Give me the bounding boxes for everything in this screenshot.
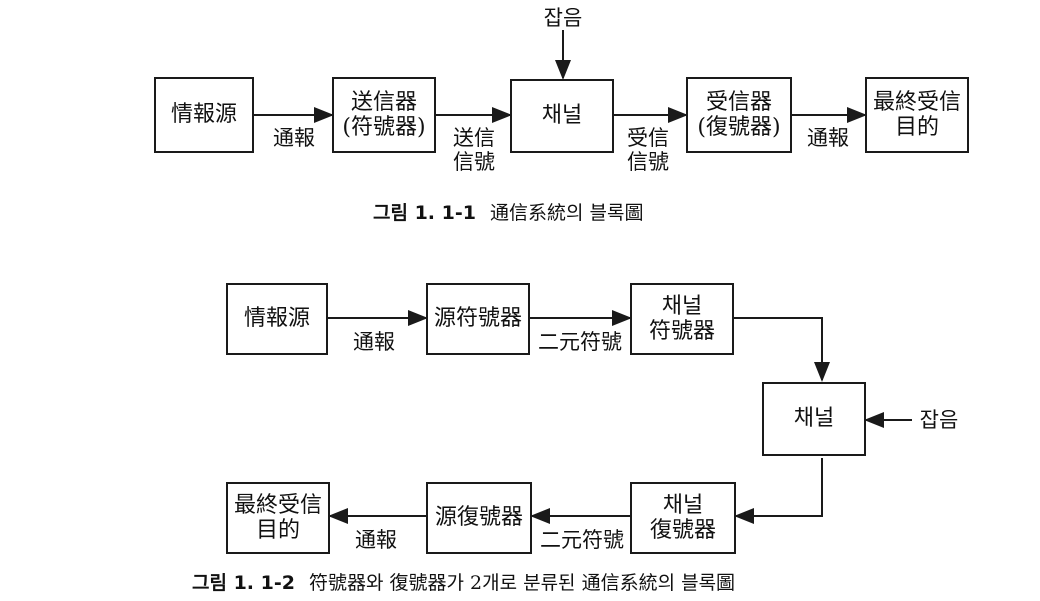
caption-number: 그림 1. 1-2 [192,572,295,594]
fig2-caption: 그림 1. 1-2 符號器와 復號器가 2개로 분류된 通信系統의 블록圖 [192,568,735,595]
box-label: 채널 復號器 [649,492,716,543]
fig2-channel-box: 채널 [762,382,866,456]
fig2-link-label-binary-code: 二元符號 [538,330,622,354]
box-label: 源符號器 [433,306,522,332]
fig1-link-label-transmitted-signal: 送信 信號 [453,126,495,175]
box-label: 源復號器 [434,505,523,531]
fig2-link-label-message: 通報 [353,330,395,354]
fig1-link-label-received-signal: 受信 信號 [627,126,669,175]
fig2-source-encoder-box: 源符號器 [426,283,530,355]
box-label: 受信器 (復號器) [697,89,781,140]
fig1-destination-box: 最終受信 目的 [865,77,969,153]
fig2-link-label-message-2: 通報 [355,528,397,552]
fig2-info-source-box: 情報源 [226,283,328,355]
arrow-channel-channeldecoder [734,458,823,524]
fig2-channel-decoder-box: 채널 復號器 [630,482,736,554]
fig1-noise-label: 잡음 [543,6,583,30]
fig2-noise-label: 잡음 [919,408,959,432]
fig2-link-label-binary-code-2: 二元符號 [540,528,624,552]
box-label: 情報源 [170,102,237,128]
box-label: 情報源 [243,306,310,332]
fig1-link-label-message: 通報 [273,126,315,150]
fig1-receiver-box: 受信器 (復號器) [686,77,792,153]
fig2-destination-box: 最終受信 目的 [226,482,330,554]
caption-number: 그림 1. 1-1 [373,202,476,224]
fig2-source-decoder-box: 源復號器 [426,482,532,554]
caption-text: 符號器와 復號器가 2개로 분류된 通信系統의 블록圖 [308,572,736,594]
fig2-channel-encoder-box: 채널 符號器 [630,283,734,355]
fig1-channel-box: 채널 [510,79,614,153]
box-label: 最終受信 目的 [872,89,961,140]
caption-text: 通信系統의 블록圖 [489,202,644,224]
box-label: 送信器 (符號器) [342,89,426,140]
box-label: 채널 [541,103,583,129]
box-label: 채널 符號器 [648,293,715,344]
box-label: 채널 [793,406,835,432]
fig1-info-source-box: 情報源 [154,77,254,153]
fig1-caption: 그림 1. 1-1 通信系統의 블록圖 [373,198,643,225]
fig1-transmitter-box: 送信器 (符號器) [332,77,436,153]
fig1-link-label-message-2: 通報 [807,126,849,150]
box-label: 最終受信 目的 [233,492,322,543]
arrow-channelencoder-channel [734,317,830,382]
